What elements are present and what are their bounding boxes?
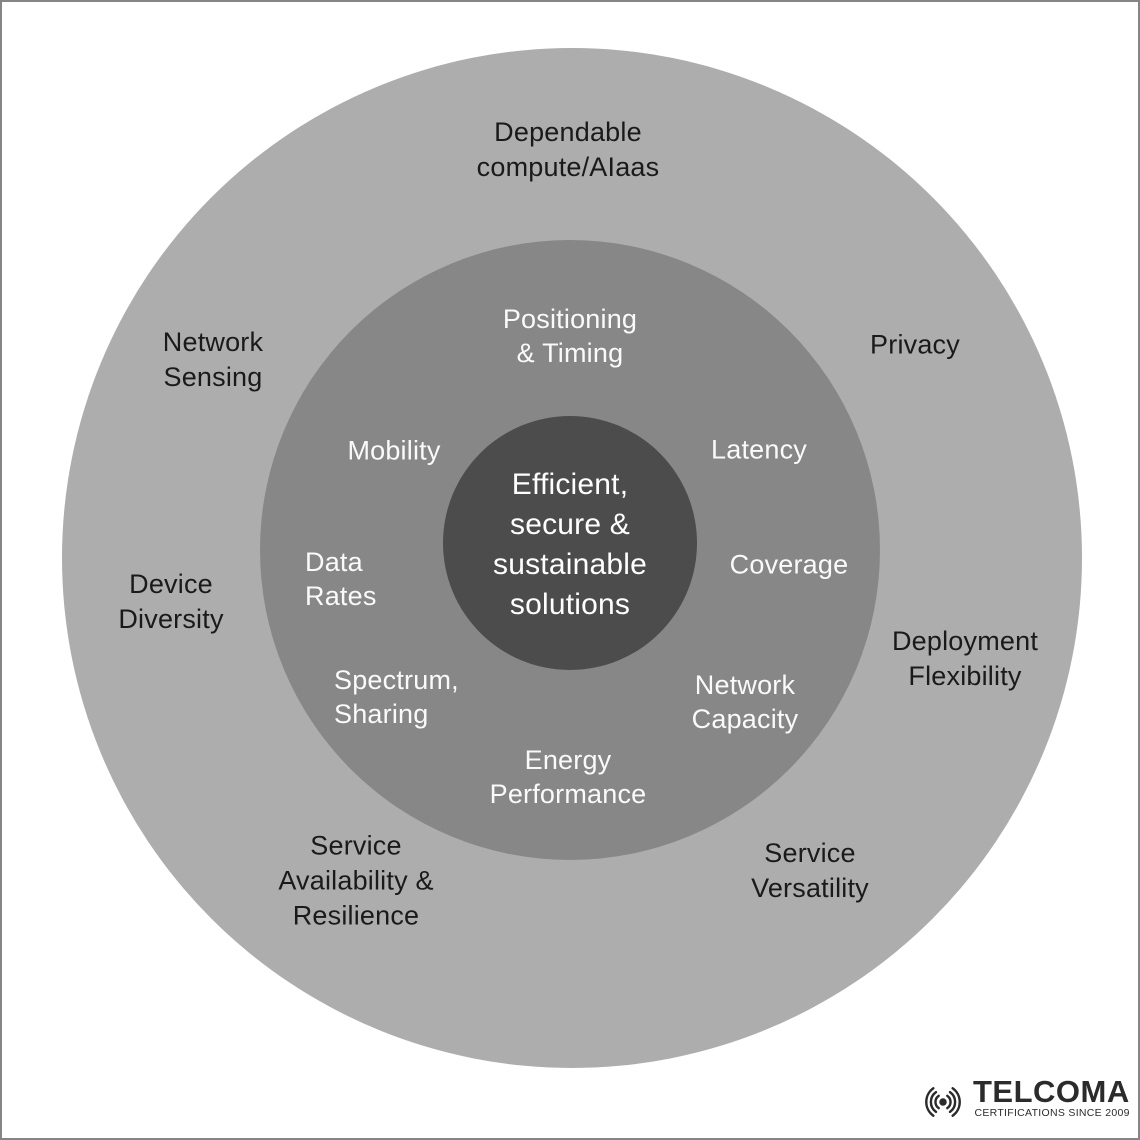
outer-label-device-diversity: Device Diversity: [118, 569, 224, 634]
outer-label-privacy: Privacy: [870, 329, 960, 360]
logo-name: TELCOMA: [973, 1074, 1130, 1109]
middle-label-coverage: Coverage: [729, 549, 849, 580]
middle-label-network-capacity: Network Capacity: [691, 670, 799, 734]
middle-label-spectrum-sharing: Spectrum, Sharing: [334, 665, 459, 729]
logo-tagline: CERTIFICATIONS SINCE 2009: [974, 1107, 1130, 1119]
outer-label-service-versatility: Service Versatility: [751, 838, 869, 903]
outer-label-network-sensing: Network Sensing: [162, 327, 264, 392]
outer-label-service-availability-resilience: Service Availability & Resilience: [278, 830, 434, 931]
telcoma-logo: TELCOMA CERTIFICATIONS SINCE 2009: [915, 1074, 1130, 1129]
middle-label-latency: Latency: [711, 434, 807, 465]
middle-label-mobility: Mobility: [347, 435, 441, 466]
center-label-efficient-secure-sustainable: Efficient, secure & sustainable solution…: [493, 468, 647, 621]
outer-label-deployment-flexibility: Deployment Flexibility: [891, 626, 1039, 691]
middle-label-energy-performance: Energy Performance: [489, 745, 647, 809]
middle-label-data-rates: Data Rates: [305, 547, 377, 611]
middle-label-positioning-timing: Positioning & Timing: [502, 304, 638, 368]
center-circle: [443, 416, 697, 670]
outer-label-dependable-compute-aiaas: Dependable compute/AIaas: [476, 117, 660, 182]
signal-waves-icon: [915, 1080, 971, 1129]
